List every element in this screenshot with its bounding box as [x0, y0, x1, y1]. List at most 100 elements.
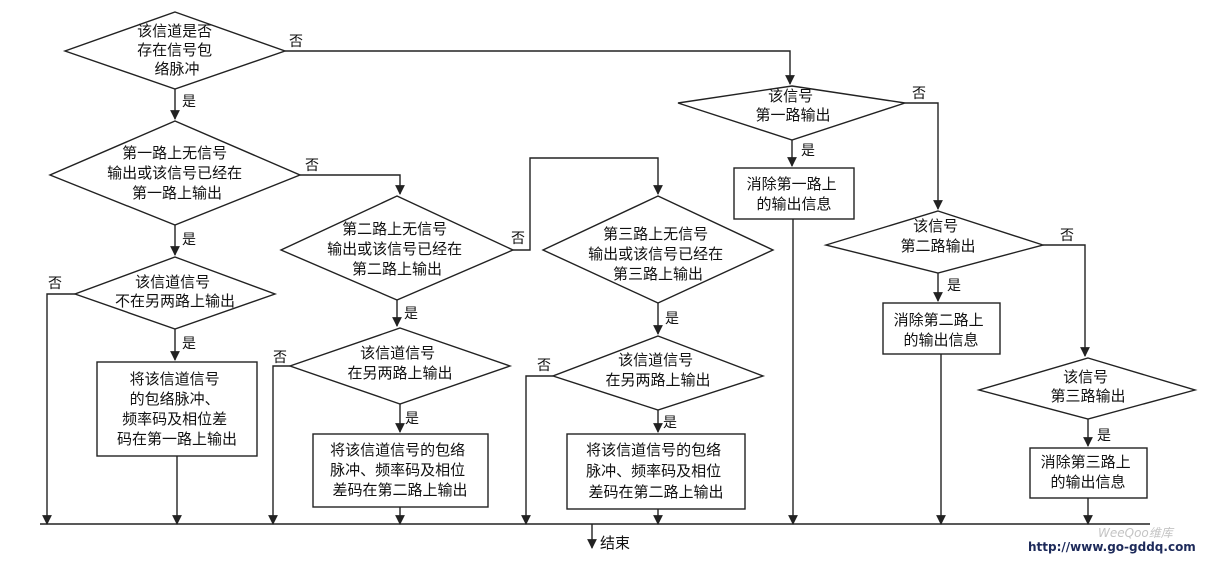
line: 脉冲、频率码及相位 [330, 461, 465, 479]
line: 将该信道信号的包络 [330, 441, 465, 459]
decision-on-other-paths-2 [287, 327, 513, 405]
edge-exists-no [285, 50, 795, 85]
yes-label: 是 [947, 278, 961, 294]
yes-label: 是 [404, 306, 418, 322]
no-label: 否 [912, 86, 926, 102]
no-label: 否 [537, 358, 551, 374]
label-output-ch2: 将该信道信号的包络 脉冲、频率码及相位 差码在第二路上输出 [330, 441, 470, 499]
end-label: 结束 [600, 534, 630, 552]
line: 该信道是否 [137, 22, 212, 40]
label-clear-ch2: 消除第二路上 的输出信息 [894, 311, 989, 349]
line: 输出或该信号已经在 [107, 164, 242, 182]
label-channel-has-pulse: 该信道是否 存在信号包 络脉冲 [137, 22, 217, 78]
line: 存在信号包 [137, 41, 212, 59]
line: 差码在第二路上输出 [588, 483, 723, 501]
process-output-ch3 [566, 433, 746, 510]
line: 第一路输出 [755, 106, 830, 124]
node-labels: 该信道是否 存在信号包 络脉冲 第一路上无信号 输出或该信号已经在 第一路上输出… [107, 22, 1136, 501]
edge-other1-no [42, 293, 75, 525]
decision-signal-on-ch1 [677, 85, 906, 141]
decision-signal-on-ch3 [976, 357, 1198, 420]
watermark: WeeQoo维库 http://www.go-gddq.com [1028, 526, 1196, 554]
line: 络脉冲 [154, 60, 199, 78]
edge-other3-no [521, 375, 553, 525]
line: 第二路上无信号 [342, 220, 447, 238]
yes-label: 是 [405, 411, 419, 427]
line: 频率码及相位差 [122, 410, 227, 428]
decision-ch2-free [279, 195, 515, 301]
line: 在另两路上输出 [605, 371, 710, 389]
line: 码在第一路上输出 [117, 430, 237, 448]
process-output-ch2 [312, 433, 489, 508]
label-output-ch1: 将该信道信号 的包络脉冲、 频率码及相位差 码在第一路上输出 [117, 370, 237, 448]
line: 消除第二路上 [894, 311, 984, 329]
line: 输出或该信号已经在 [588, 245, 723, 263]
no-label: 否 [1060, 228, 1074, 244]
line: 该信道信号 [360, 344, 435, 362]
line: 将该信道信号 [130, 370, 220, 388]
process-clear-ch2 [882, 302, 1001, 355]
line: 输出或该信号已经在 [327, 240, 462, 258]
yes-label: 是 [1097, 428, 1111, 444]
line: 差码在第二路上输出 [332, 481, 467, 499]
no-label: 否 [289, 34, 303, 50]
label-ch1-free: 第一路上无信号 输出或该信号已经在 第一路上输出 [107, 144, 247, 202]
decision-ch1-free [48, 120, 302, 226]
edge-ch1free-no [300, 174, 405, 195]
label-not-on-other-paths-1: 该信道信号 不在另两路上输出 [115, 273, 235, 310]
line: 第三路上输出 [613, 265, 703, 283]
shapes [48, 11, 1198, 510]
edge-ch2free-no [513, 157, 663, 251]
line: 消除第三路上 [1041, 453, 1131, 471]
line: 的输出信息 [903, 331, 978, 349]
yes-label: 是 [665, 311, 679, 327]
line: 消除第一路上 [747, 175, 837, 193]
edge-sigch1-no [905, 102, 943, 210]
line: 该信号 [913, 217, 958, 235]
label-signal-on-ch1: 该信号 第一路输出 [755, 87, 830, 124]
label-output-ch3: 将该信道信号的包络 脉冲、频率码及相位 差码在第二路上输出 [586, 441, 726, 501]
line: 该信号 [768, 87, 813, 105]
label-on-other-paths-3: 该信道信号 在另两路上输出 [605, 351, 710, 389]
line: 该信道信号 [618, 351, 693, 369]
line: 的包络脉冲、 [130, 390, 220, 408]
line: 第二路输出 [900, 237, 975, 255]
line: 第三路上无信号 [603, 225, 708, 243]
decision-on-other-paths-3 [550, 335, 766, 411]
yes-label: 是 [182, 94, 196, 110]
decision-signal-on-ch2 [823, 210, 1046, 274]
label-clear-ch3: 消除第三路上 的输出信息 [1041, 453, 1136, 491]
process-clear-ch3 [1029, 447, 1148, 499]
decision-ch3-free [541, 195, 775, 304]
line: 将该信道信号的包络 [586, 441, 721, 459]
process-output-ch1 [96, 361, 258, 457]
label-signal-on-ch3: 该信号 第三路输出 [1050, 368, 1125, 405]
line: 的输出信息 [1050, 473, 1125, 491]
decision-channel-has-pulse [62, 11, 288, 90]
no-label: 否 [305, 158, 319, 174]
line: 不在另两路上输出 [115, 292, 235, 310]
line: 的输出信息 [756, 195, 831, 213]
watermark-url: http://www.go-gddq.com [1028, 540, 1196, 554]
line: 第二路上输出 [352, 260, 442, 278]
decision-not-on-other-paths-1 [72, 256, 278, 330]
yes-label: 是 [663, 415, 677, 431]
watermark-brand: WeeQoo维库 [1098, 526, 1175, 540]
label-on-other-paths-2: 该信道信号 在另两路上输出 [347, 344, 452, 382]
process-clear-ch1 [733, 167, 855, 220]
label-signal-on-ch2: 该信号 第二路输出 [900, 217, 975, 255]
edge-sigch2-no [1043, 244, 1090, 357]
line: 该信道信号 [135, 273, 210, 291]
line: 第一路上输出 [132, 184, 222, 202]
label-ch3-free: 第三路上无信号 输出或该信号已经在 第三路上输出 [588, 225, 728, 283]
yes-label: 是 [801, 143, 815, 159]
line: 该信号 [1063, 368, 1108, 386]
edge-other2-no [268, 365, 290, 525]
line: 第一路上无信号 [122, 144, 227, 162]
line: 脉冲、频率码及相位 [586, 462, 721, 480]
connectors [40, 50, 1150, 549]
edge-labels: 是 否 是 否 是 否 是 否 是 否 是 是 否 是 否 是 否 是 结束 [48, 34, 1111, 552]
line: 在另两路上输出 [347, 364, 452, 382]
line: 第三路输出 [1050, 387, 1125, 405]
